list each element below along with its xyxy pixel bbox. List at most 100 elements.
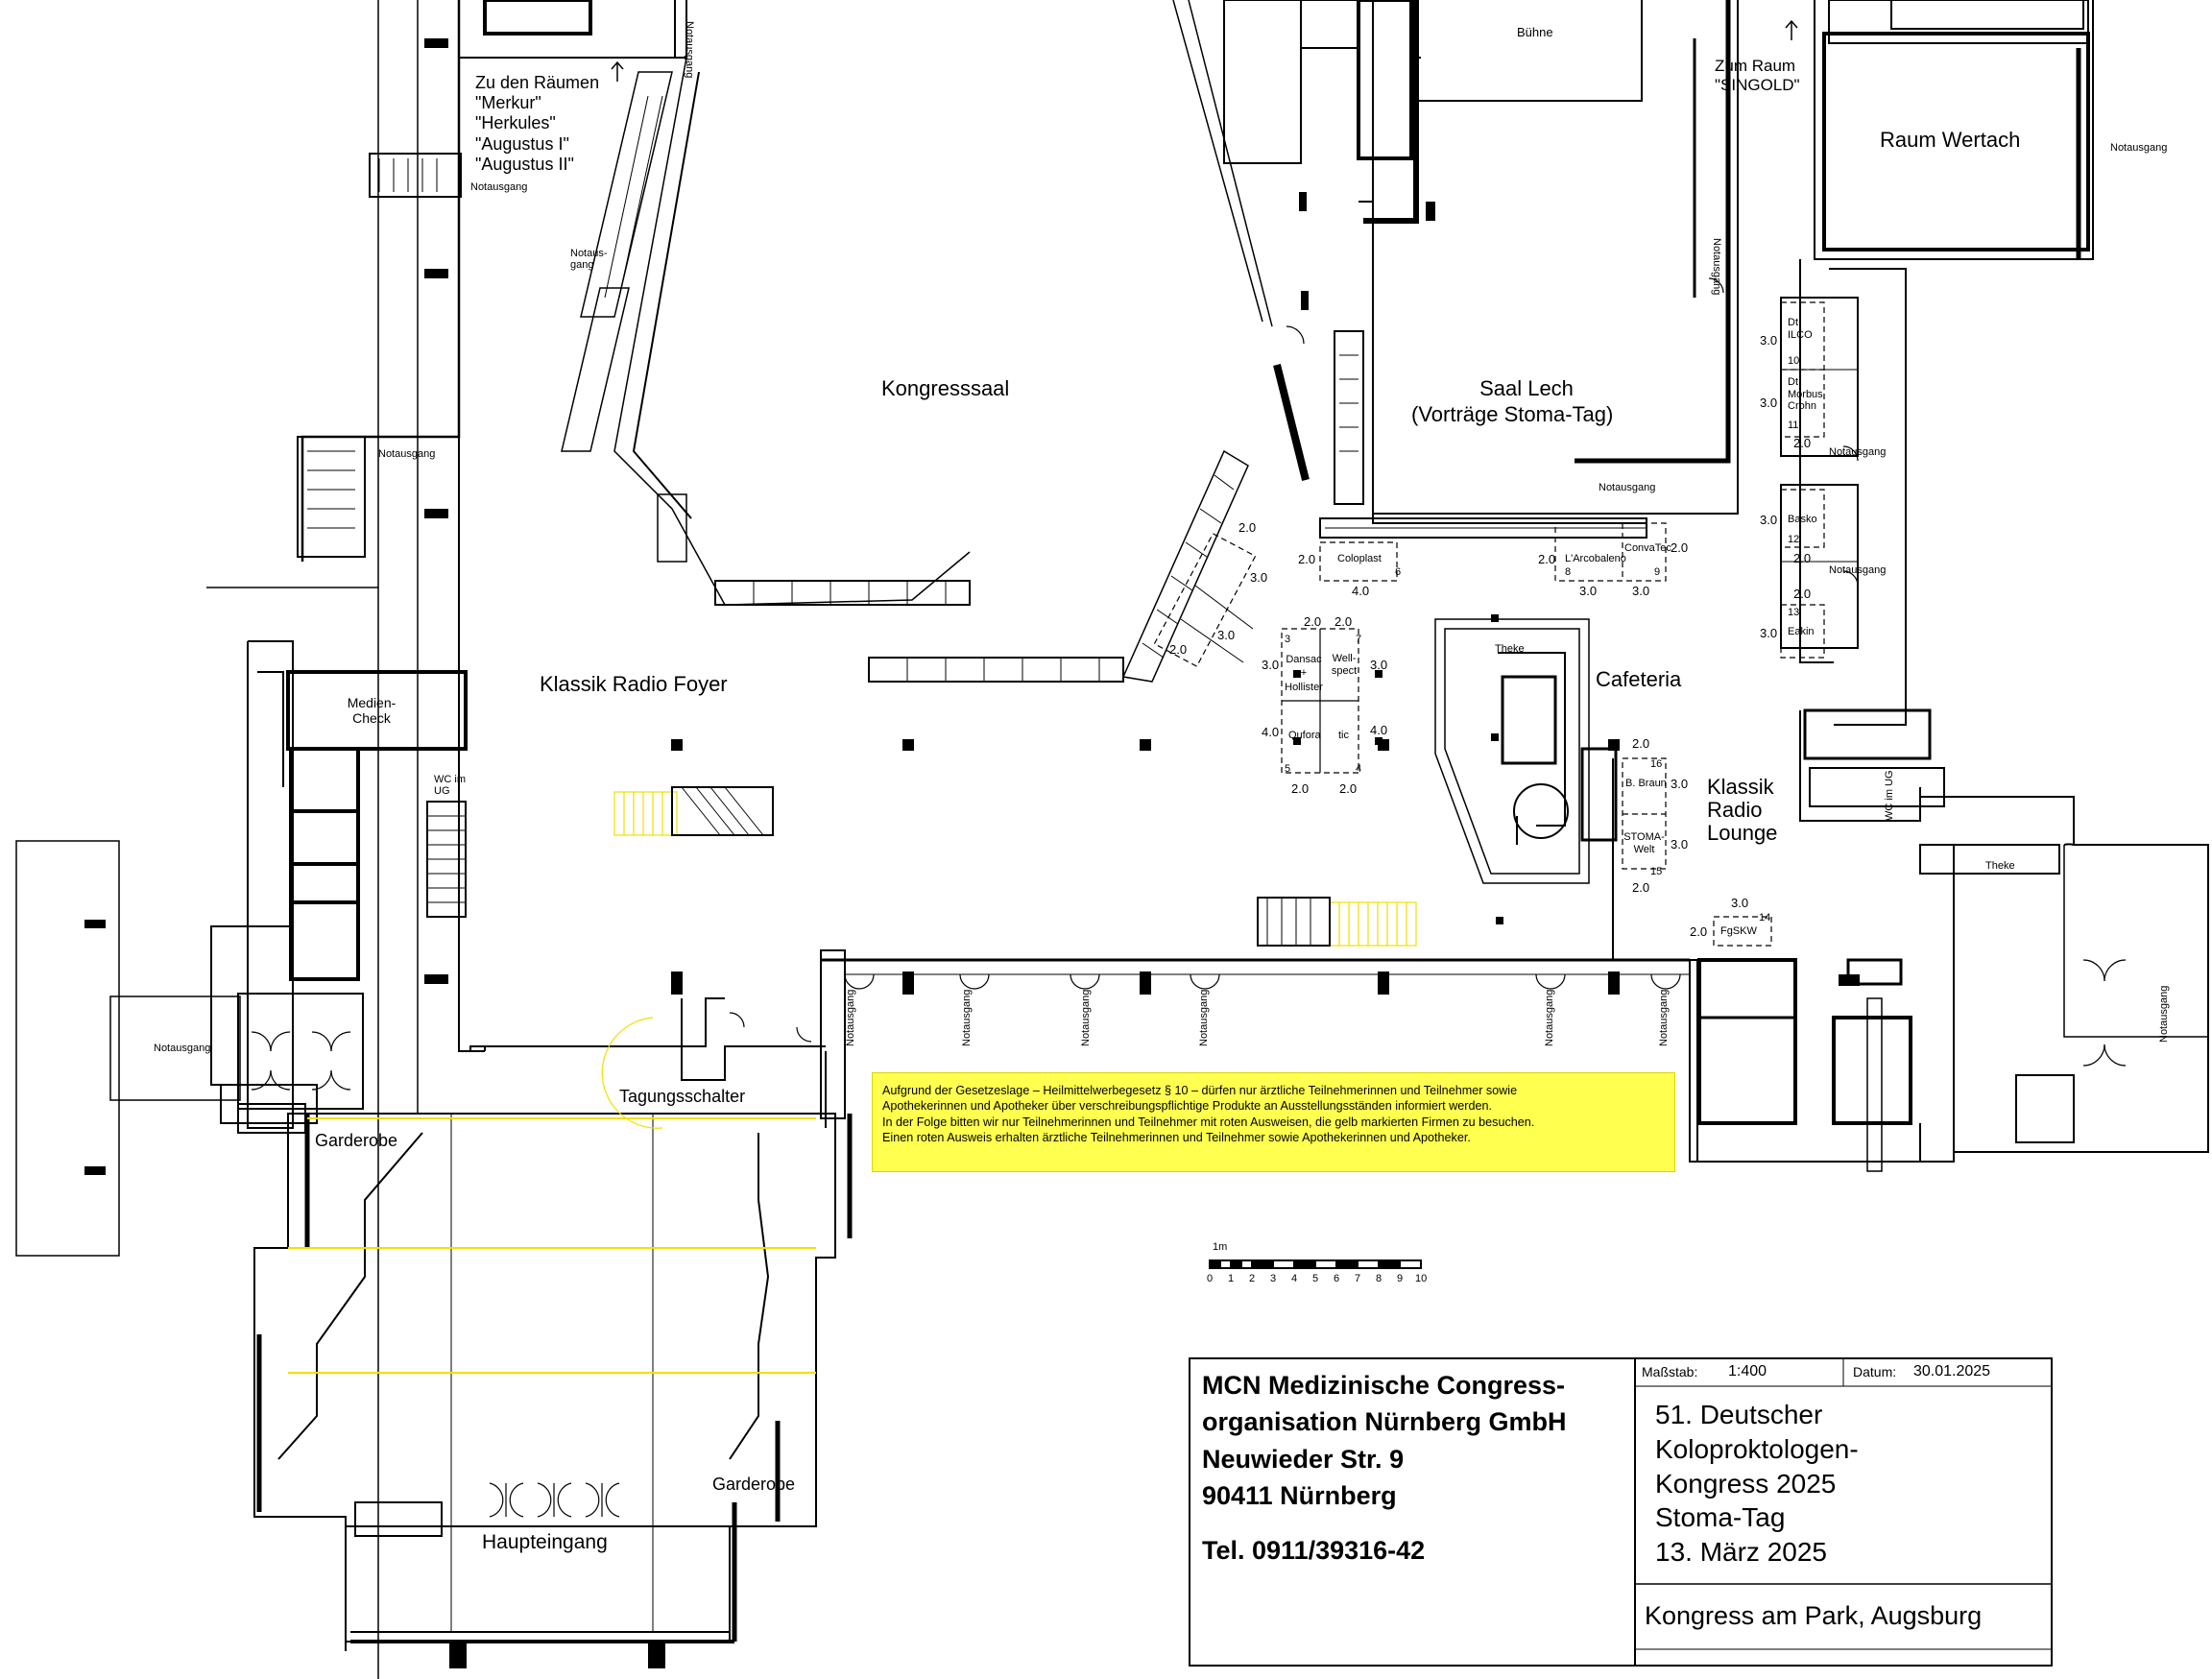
booth-morbus-crohn: Dt. Morbus Crohn: [1788, 376, 1823, 413]
booth-dt-ilco: Dt. ILCO: [1788, 317, 1813, 341]
booth-dim: 3.0: [1632, 584, 1650, 598]
booth-number: 4: [1356, 763, 1362, 775]
wc-label-1: WC im: [434, 774, 466, 785]
notice-line: In der Folge bitten wir nur Teilnehmerin…: [882, 1115, 1535, 1129]
room-medien-check: Medien- Check: [338, 695, 405, 726]
booth-tic: tic: [1338, 730, 1349, 741]
date-label: Datum:: [1853, 1364, 1897, 1379]
dim-label: 2.0: [1238, 520, 1257, 535]
event-line: Kongress 2025: [1655, 1468, 1837, 1499]
exit-label: Notausgang: [1599, 482, 1656, 493]
room-saal-lech: Saal Lech: [1479, 376, 1574, 400]
scale-tick: 7: [1355, 1273, 1361, 1284]
exit-label-vertical: Notausgang: [1080, 989, 1092, 1046]
booth-coloplast: Coloplast: [1337, 553, 1382, 564]
booth-dim: 2.0: [1339, 781, 1358, 796]
exit-label-split: Notaus- gang: [570, 248, 608, 271]
notice-line: Aufgrund der Gesetzeslage – Heilmittelwe…: [882, 1084, 1518, 1097]
medien-label-2: Check: [352, 710, 391, 727]
scale-tick: 6: [1334, 1273, 1340, 1284]
booth-stoma-welt: STOMA-Welt: [1623, 831, 1665, 855]
booth-fgskw: FgSKW: [1720, 925, 1757, 937]
room-buehne: Bühne: [1517, 25, 1553, 39]
booth-wellspect: Well-spect: [1331, 653, 1358, 677]
notice-line: Apothekerinnen und Apotheker über versch…: [882, 1099, 1492, 1114]
lounge-label-1: Klassik: [1707, 775, 1774, 799]
org-line: organisation Nürnberg GmbH: [1202, 1407, 1567, 1437]
scale-tick: 5: [1312, 1273, 1319, 1284]
booth-eakin: Eakin: [1788, 626, 1815, 637]
scale-tick: 0: [1207, 1273, 1214, 1284]
exit-label: Notausgang: [470, 181, 528, 193]
room-klassik-radio-foyer: Klassik Radio Foyer: [540, 672, 728, 696]
booth-number: 12: [1788, 534, 1800, 545]
booth-number: 13: [1788, 607, 1800, 618]
booth-dim: 3.0: [1731, 896, 1749, 910]
direction-line-5: "Augustus II": [475, 154, 574, 174]
haupteingang-label: Haupteingang: [482, 1531, 608, 1553]
wc-lounge-label: WC im UG: [1884, 770, 1895, 821]
booth-dim: 3.0: [1370, 658, 1388, 672]
booth-convatec: ConvaTec: [1624, 542, 1671, 554]
booth-qufora: Qufora: [1288, 730, 1321, 741]
exit-split-1: Notaus-: [570, 248, 608, 259]
booth-number: 15: [1650, 866, 1663, 877]
booth-dim: 3.0: [1760, 626, 1778, 640]
theke-cafeteria-label: Theke: [1495, 643, 1525, 655]
exit-label: Notausgang: [154, 1043, 211, 1054]
exit-label-vertical: Notausgang: [845, 989, 856, 1046]
booth-number: 14: [1759, 912, 1771, 923]
direction-line-1: Zu den Räumen: [475, 73, 600, 92]
direction-line-2: "Merkur": [475, 93, 541, 113]
booth-number: 3: [1285, 634, 1291, 645]
event-line: Stoma-Tag: [1655, 1502, 1786, 1533]
booth-number: 16: [1650, 758, 1663, 770]
scale-tick: 1: [1228, 1273, 1235, 1284]
exit-label-vertical: Notausgang: [961, 989, 973, 1046]
organizer-phone: Tel. 0911/39316-42: [1202, 1536, 1426, 1565]
booth-dim: 4.0: [1370, 723, 1388, 737]
title-block-right: [1634, 1357, 2053, 1667]
booth-dim: 2.0: [1793, 587, 1812, 601]
booth-b-braun: B. Braun: [1625, 778, 1667, 789]
booth-dim: 2.0: [1304, 614, 1322, 629]
scale-label: Maßstab:: [1642, 1364, 1698, 1379]
exit-label: Notausgang: [2110, 142, 2168, 154]
room-kongresssaal: Kongresssaal: [881, 376, 1010, 400]
exit-label: Notausgang: [378, 448, 436, 460]
booth-dansac-hollister: Dansac + Hollister: [1285, 654, 1323, 693]
room-cafeteria: Cafeteria: [1596, 667, 1682, 691]
booth-dim: 2.0: [1334, 614, 1353, 629]
date-value: 30.01.2025: [1913, 1363, 1991, 1379]
booth-number: 11: [1788, 420, 1799, 431]
org-line: 90411 Nürnberg: [1202, 1480, 1397, 1510]
scale-tick: 2: [1249, 1273, 1256, 1284]
exit-label-vertical: Notausgang: [1711, 238, 1722, 296]
dim-label: 3.0: [1250, 570, 1268, 585]
booth-dim: 2.0: [1632, 880, 1650, 895]
org-line: Neuwieder Str. 9: [1202, 1444, 1405, 1474]
legal-notice: Aufgrund der Gesetzeslage – Heilmittelwe…: [872, 1072, 1675, 1172]
exit-label-vertical: Notausgang: [1658, 989, 1670, 1046]
booth-dim: 2.0: [1298, 552, 1316, 566]
scale-tick: 3: [1270, 1273, 1277, 1284]
booth-dim: 3.0: [1760, 513, 1778, 527]
lounge-label-2: Radio: [1707, 797, 1763, 822]
room-klassik-radio-lounge: Klassik Radio Lounge: [1707, 776, 1777, 844]
tagungsschalter-label: Tagungsschalter: [619, 1087, 746, 1106]
booth-number: 7: [1356, 634, 1362, 645]
booth-dim: 4.0: [1352, 584, 1370, 598]
exit-label: Notausgang: [1829, 446, 1887, 458]
event-title: 51. Deutscher Koloproktologen- Kongress …: [1655, 1398, 1859, 1570]
booth-number: 9: [1654, 566, 1661, 578]
booth-number: 5: [1285, 763, 1291, 775]
scale-value: 1:400: [1728, 1363, 1767, 1379]
booth-dim: 2.0: [1538, 552, 1556, 566]
booth-dim: 3.0: [1760, 333, 1778, 348]
scale-unit: 1m: [1213, 1241, 1228, 1253]
direction-line-3: "Herkules": [475, 113, 556, 133]
garderobe-left-label: Garderobe: [315, 1131, 398, 1150]
singold-line-1: Zum Raum: [1715, 57, 1796, 75]
exit-label-vertical: Notausgang: [2158, 985, 2170, 1043]
